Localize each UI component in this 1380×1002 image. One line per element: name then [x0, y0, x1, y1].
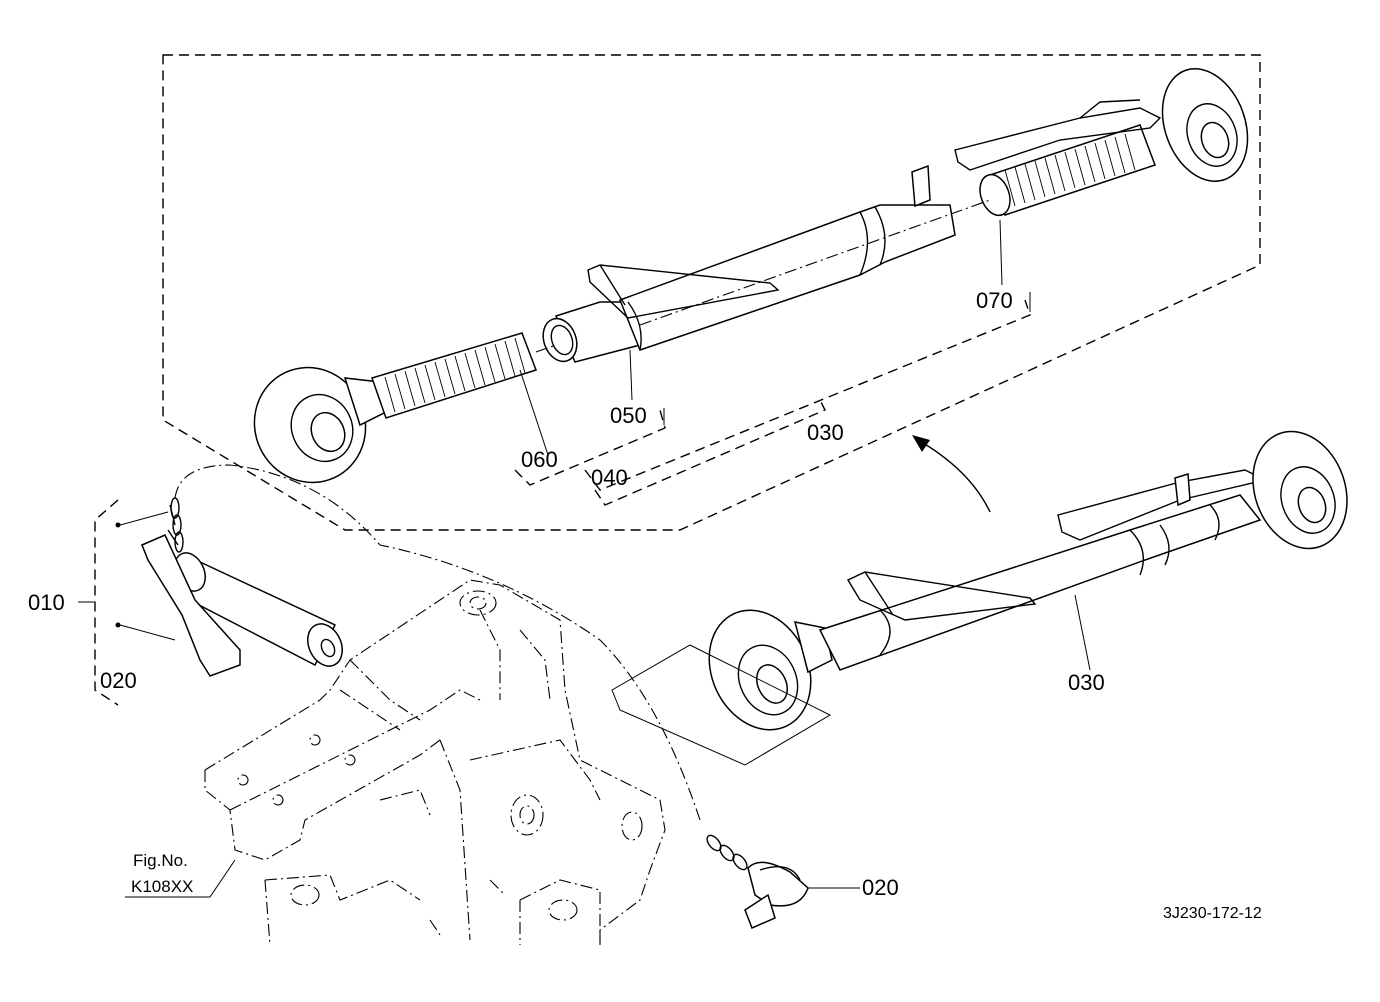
label-020-right: 020 [862, 875, 899, 900]
top-link-exploded [253, 68, 1249, 484]
pin-assembly [141, 497, 343, 677]
drawing-code: 3J230-172-12 [1163, 905, 1262, 922]
direction-arrow [917, 439, 991, 513]
label-070: 070 [976, 288, 1013, 313]
label-020-left: 020 [100, 668, 137, 693]
label-060: 060 [521, 447, 558, 472]
fig-ref-line2: K108XX [131, 877, 193, 896]
lynch-pin [706, 834, 809, 929]
fig-ref-line1: Fig.No. [133, 851, 188, 870]
label-040: 040 [591, 465, 628, 490]
label-030-top: 030 [807, 420, 844, 445]
thread-060 [384, 337, 526, 413]
label-050: 050 [610, 403, 647, 428]
label-030-bottom: 030 [1068, 670, 1105, 695]
thread-070 [1004, 133, 1136, 207]
top-link-assembled [708, 430, 1348, 731]
label-010: 010 [28, 590, 65, 615]
exploded-view-boundary [162, 54, 1261, 531]
tractor-frame [204, 579, 666, 946]
